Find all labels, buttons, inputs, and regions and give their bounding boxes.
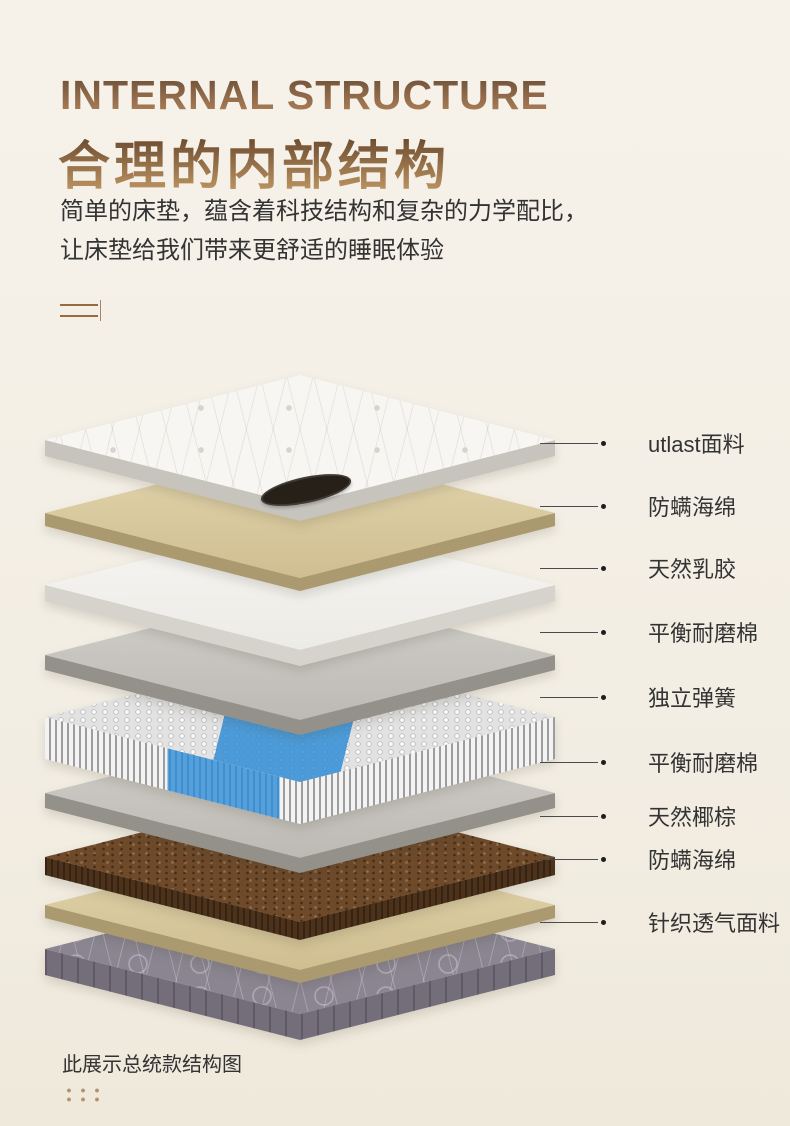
description-line-2: 让床垫给我们带来更舒适的睡眠体验 [60,237,444,264]
leader-dot [601,440,606,446]
leader-dot [601,629,606,635]
label-row-knitted-fabric: 针织透气面料 [540,908,780,936]
leader-line [540,921,598,923]
label-row-utlast-fabric: utlast面料 [540,429,745,457]
leader-line [540,631,598,633]
label-row-anti-mite-sponge-2: 防螨海绵 [540,845,736,873]
layer-label: 针织透气面料 [648,911,781,936]
page-title-en: INTERNAL STRUCTURE [60,72,549,119]
layer-label: 独立弹簧 [648,686,737,711]
description-line-1: 简单的床垫，蕴含着科技结构和复杂的力学配比， [60,198,588,225]
leader-dot [601,919,606,925]
leader-dot [601,565,606,571]
layer-label: 天然椰棕 [648,805,737,830]
page-description: 简单的床垫，蕴含着科技结构和复杂的力学配比， 让床垫给我们带来更舒适的睡眠体验 [60,192,588,270]
leader-dot [601,856,606,862]
leader-line [540,815,598,817]
layer-label: utlast面料 [648,432,745,457]
leader-dot [601,759,606,765]
leader-dot [601,694,606,700]
layer-label: 防螨海绵 [648,495,737,520]
layer-label: 平衡耐磨棉 [648,621,759,646]
leader-line [540,567,598,569]
label-row-anti-mite-sponge: 防螨海绵 [540,492,736,520]
layer-utlast-fabric [45,375,555,521]
leader-line [540,442,598,444]
leader-dot [601,813,606,819]
leader-dot [601,503,606,509]
diagram-caption: 此展示总统款结构图 [62,1054,242,1076]
decorative-dash [60,315,98,317]
layer-label: 防螨海绵 [648,848,737,873]
label-row-pocket-springs: 独立弹簧 [540,683,736,711]
decorative-tick [100,300,101,321]
label-row-balance-cotton: 平衡耐磨棉 [540,618,758,646]
leader-line [540,761,598,763]
label-row-natural-latex: 天然乳胶 [540,554,736,582]
decorative-dash [60,304,98,306]
leader-line [540,505,598,507]
leader-line [540,696,598,698]
page-title-zh: 合理的内部结构 [58,138,451,197]
layer-label: 平衡耐磨棉 [648,751,759,776]
layer-label: 天然乳胶 [648,557,737,582]
decorative-dots [62,1086,104,1105]
label-row-balance-cotton-2: 平衡耐磨棉 [540,748,758,776]
leader-line [540,858,598,860]
label-row-coconut-palm: 天然椰棕 [540,802,736,830]
